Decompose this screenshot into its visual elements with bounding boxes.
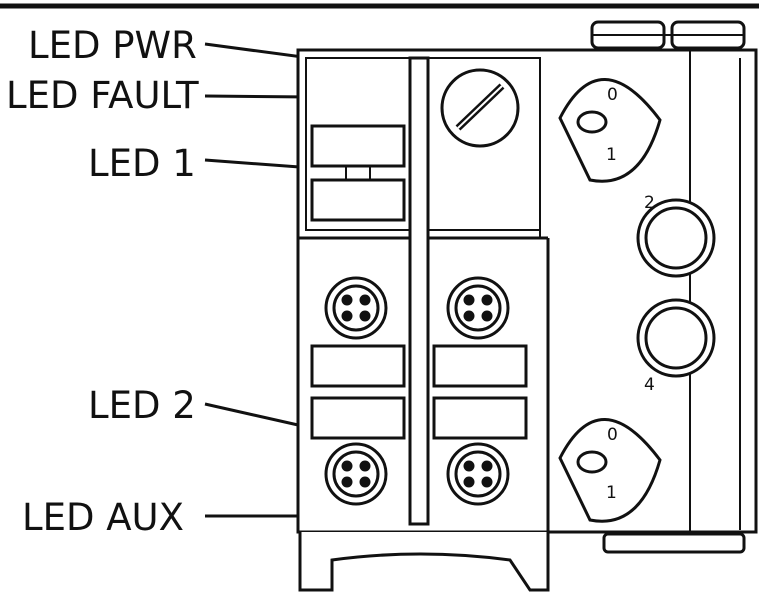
connector-top-left bbox=[324, 276, 388, 340]
label-led-1: LED 1 bbox=[88, 142, 196, 185]
label-led-2: LED 2 bbox=[88, 384, 196, 427]
connector-top-right bbox=[446, 276, 510, 340]
label-led-aux: LED AUX bbox=[22, 496, 184, 539]
module-body bbox=[296, 20, 758, 592]
switch-top bbox=[558, 78, 662, 183]
connector-bottom-right bbox=[446, 442, 510, 506]
led-strip bbox=[408, 56, 430, 526]
switch-bottom-pos-0: 0 bbox=[607, 425, 618, 445]
switch-top-pos-1: 1 bbox=[606, 145, 617, 165]
connector-bottom-left bbox=[324, 442, 388, 506]
label-led-pwr: LED PWR bbox=[28, 24, 197, 67]
switch-top-pos-0: 0 bbox=[607, 85, 618, 105]
label-led-fault: LED FAULT bbox=[6, 74, 199, 117]
switch-bottom bbox=[558, 418, 662, 523]
port-label-4: 4 bbox=[644, 375, 655, 395]
switch-bottom-pos-1: 1 bbox=[606, 483, 617, 503]
port-label-2: 2 bbox=[644, 193, 655, 213]
